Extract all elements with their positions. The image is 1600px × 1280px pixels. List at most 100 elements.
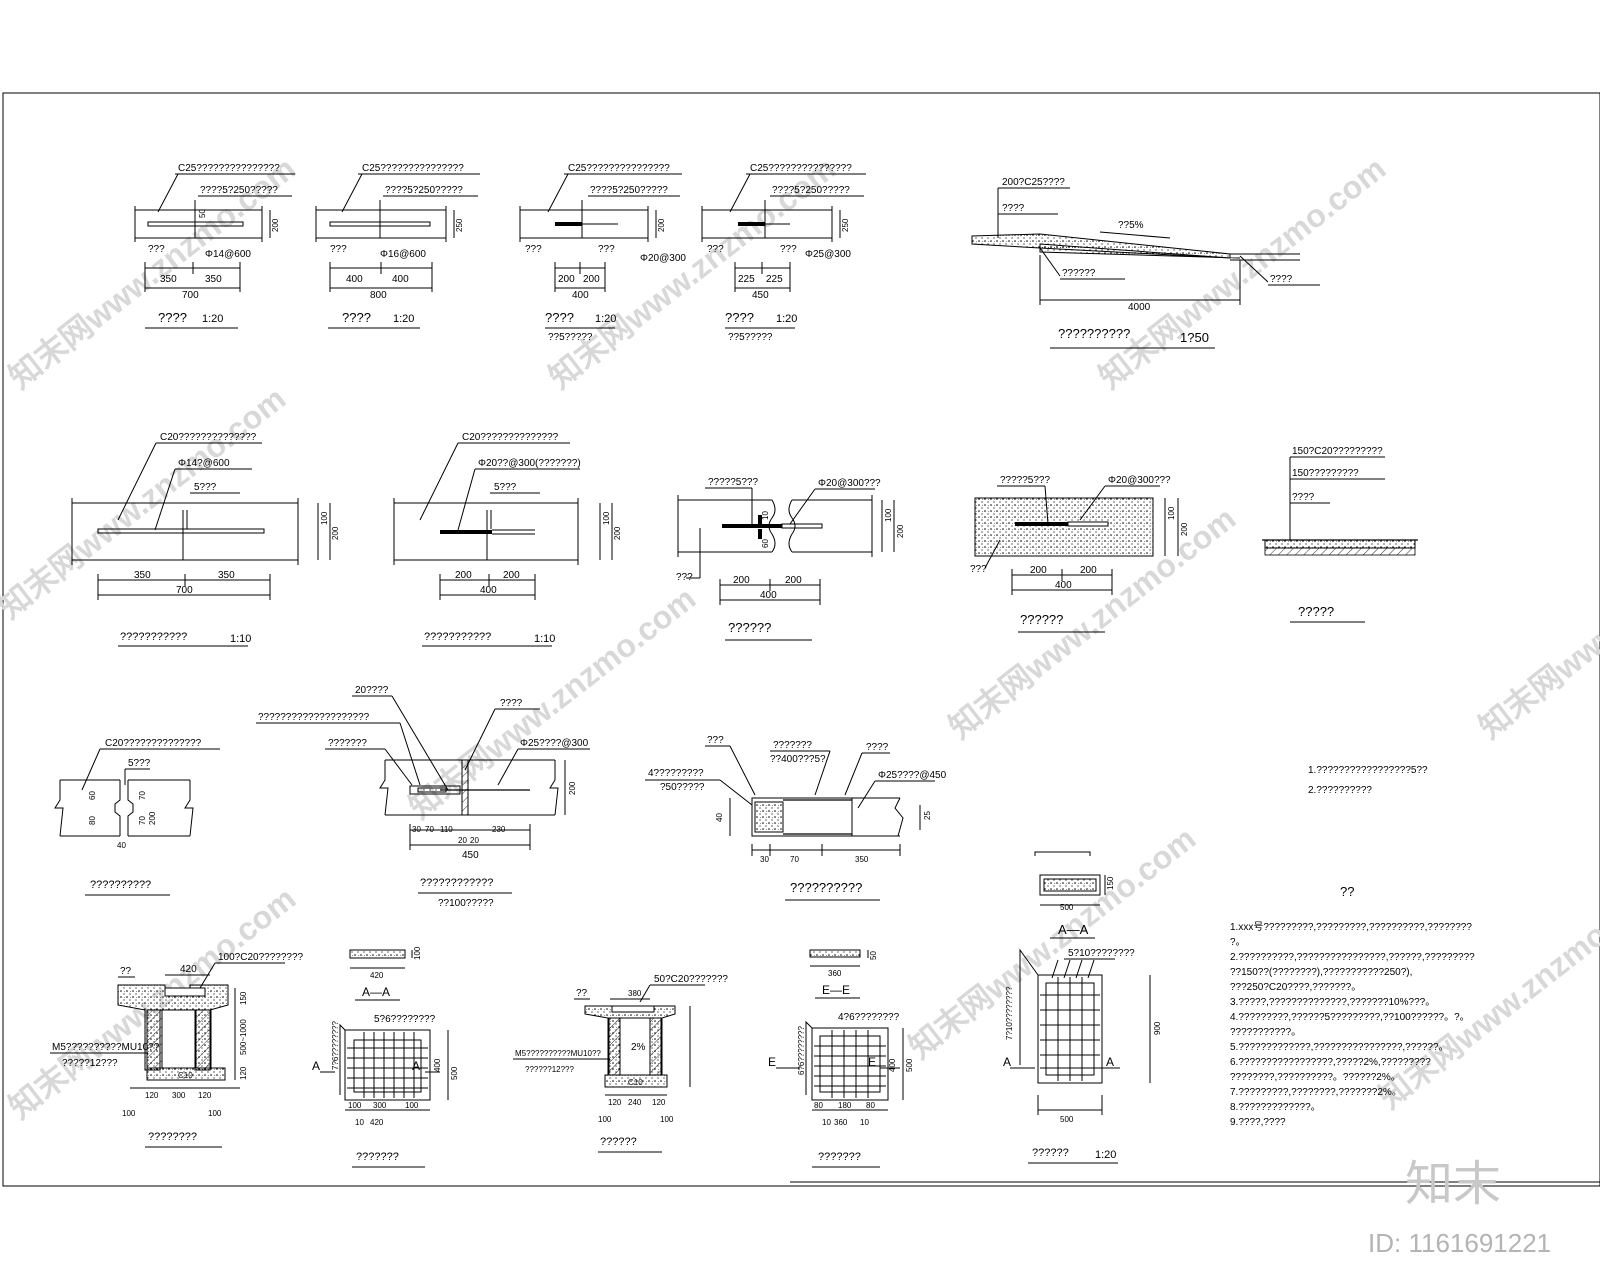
note-top: 2.?????????? [1308, 785, 1372, 796]
detail-rebar-label: Φ25????@300 [520, 738, 589, 749]
detail-caption: ?????????? [1058, 326, 1130, 341]
dim-text: 200 [331, 526, 340, 540]
ramp-section: 200?C25???? ???? ??5% ?????? ???? 4000 ?… [971, 177, 1320, 349]
detail-mid-label: ????5?250????? [200, 185, 278, 196]
dim-text: 100 [884, 508, 893, 522]
detail-scale: 1:10 [534, 633, 555, 645]
row3-detail-3: ??? ??????? ??400???5? ???? 4????????? ?… [645, 735, 947, 901]
detail-top-label: 100?C20???????? [218, 952, 304, 963]
note-line: 1.xxx号?????????,?????????,??????????,???… [1230, 921, 1472, 933]
dim-text: 70 [425, 825, 434, 834]
dim-text: 250 [841, 218, 850, 232]
dim-text: 360 [834, 1118, 848, 1127]
detail-caption: ???? [545, 310, 574, 325]
svg-text:60: 60 [761, 539, 770, 548]
detail-long-label: ???????????????????? [258, 712, 370, 723]
dim-text: 400 [572, 290, 589, 301]
mid-detail-1: C20?????????????? Φ14?@600 5??? 350 350 … [71, 432, 340, 647]
note-line: 9.????,???? [1230, 1117, 1286, 1128]
detail-caption: ?????? [600, 1136, 637, 1148]
mesh-label: 5?6???????? [374, 1014, 436, 1025]
detail-caption: ????? [1298, 604, 1334, 619]
dim-text: 100 [122, 1109, 136, 1118]
base-layer-label: ???? [1292, 492, 1315, 503]
detail-sub-label: ??5????? [728, 332, 773, 343]
detail-caption: ?????????? [90, 879, 151, 891]
mesh-grid [347, 1032, 428, 1098]
detail-label: ??????12??? [525, 1065, 574, 1074]
detail-caption: ???????? [148, 1131, 197, 1143]
detail-rebar-label: Φ14?@600 [178, 458, 230, 469]
detail-top-label: ???? [500, 698, 523, 709]
dim-text: 360 [828, 969, 842, 978]
note-line: 5.?????????????,????????????????,??????。 [1230, 1042, 1449, 1053]
dim-text: 80 [866, 1101, 875, 1110]
dim-text: 400 [346, 274, 363, 285]
detail-scale: 1:20 [595, 313, 616, 325]
detail-gap-label: 5??? [494, 482, 517, 493]
section-e-e: 50 360 E—E [809, 949, 878, 999]
dim-text: 230 [492, 825, 506, 834]
row3-detail-1: C20?????????????? 5??? 60 80 70 70 200 4… [54, 738, 220, 896]
base-layer-label: 150?C20????????? [1292, 446, 1383, 457]
svg-text:???: ??? [598, 244, 615, 255]
dim-text: 70 [790, 855, 799, 864]
dim-text: 10 [355, 1118, 364, 1127]
mesh-side-label: 7?10???????? [1005, 986, 1014, 1040]
dim-text: 120 [652, 1098, 666, 1107]
section-marker: A [1003, 1055, 1011, 1069]
dim-text: 450 [752, 290, 769, 301]
dim-text: 120 [145, 1091, 159, 1100]
detail-scale: 1:10 [230, 633, 251, 645]
dim-text: 100 [598, 1115, 612, 1124]
mesh-label: 5?10???????? [1068, 948, 1135, 959]
dim-text: 100 [320, 511, 329, 525]
drawing-frame [2, 92, 1600, 1187]
dim-text: 240 [628, 1098, 642, 1107]
dim-text: 350 [855, 855, 869, 864]
dim-text: 200 [657, 218, 666, 232]
dim-text: 700 [176, 585, 193, 596]
detail-label: ?????12??? [62, 1058, 118, 1069]
dim-text: 200 [558, 274, 575, 285]
dim-text: 100 [208, 1109, 222, 1118]
svg-text:40: 40 [117, 841, 126, 850]
dim-text: 300 [172, 1091, 186, 1100]
dim-text: 500 [450, 1066, 459, 1080]
dim-text: 400 [888, 1058, 897, 1072]
dim-text: 700 [182, 290, 199, 301]
dim-text: 500 [1060, 1115, 1074, 1124]
dim-text: 800 [370, 290, 387, 301]
svg-text:70: 70 [138, 816, 147, 825]
dim-text: 25 [923, 811, 932, 820]
dim-text: 380 [628, 989, 642, 998]
detail-gap-label: 5??? [194, 482, 217, 493]
note-line: ?。 [1230, 937, 1246, 948]
detail-left-label: ??? [707, 244, 724, 255]
detail-caption: ???? [158, 310, 187, 325]
dim-text: 420 [180, 964, 197, 975]
dim-text: 300 [373, 1101, 387, 1110]
detail-left-label: ??? [970, 564, 987, 575]
mesh-grid [814, 1030, 886, 1098]
detail-caption: ??????????? [120, 631, 187, 643]
dim-text: 400 [433, 1058, 442, 1072]
detail-left-label: ??????? [328, 738, 367, 749]
mesh-side-label: 6?6???????? [797, 1026, 806, 1075]
top-detail-1: C25??????????????? ????5?250????? 50 ???… [134, 163, 295, 329]
detail-left-label: ??? [676, 572, 693, 583]
dim-text: 900 [1153, 1021, 1162, 1035]
dim-text: 200 [1080, 565, 1097, 576]
mesh-plan-1: 5?6???????? 7?6???????? A A 500 400 100 … [312, 1014, 459, 1168]
pit-section-1: 100?C20???????? ?? 420 C10 M5??????????M… [50, 952, 304, 1148]
ramp-slope-label: ??5% [1118, 220, 1144, 231]
dim-text: 20 [458, 836, 467, 845]
top-detail-3: C25??????????????? ????5?250????? ??? ??… [519, 163, 686, 343]
dim-text: 120 [239, 1066, 248, 1080]
slope-label: 2% [631, 1042, 646, 1053]
notes-title: ?? [1340, 884, 1354, 899]
mesh-side-label: 7?6???????? [331, 1021, 340, 1070]
detail-label: M5??????????MU10?? [52, 1042, 160, 1053]
detail-top-label: C25??????????????? [362, 163, 464, 174]
